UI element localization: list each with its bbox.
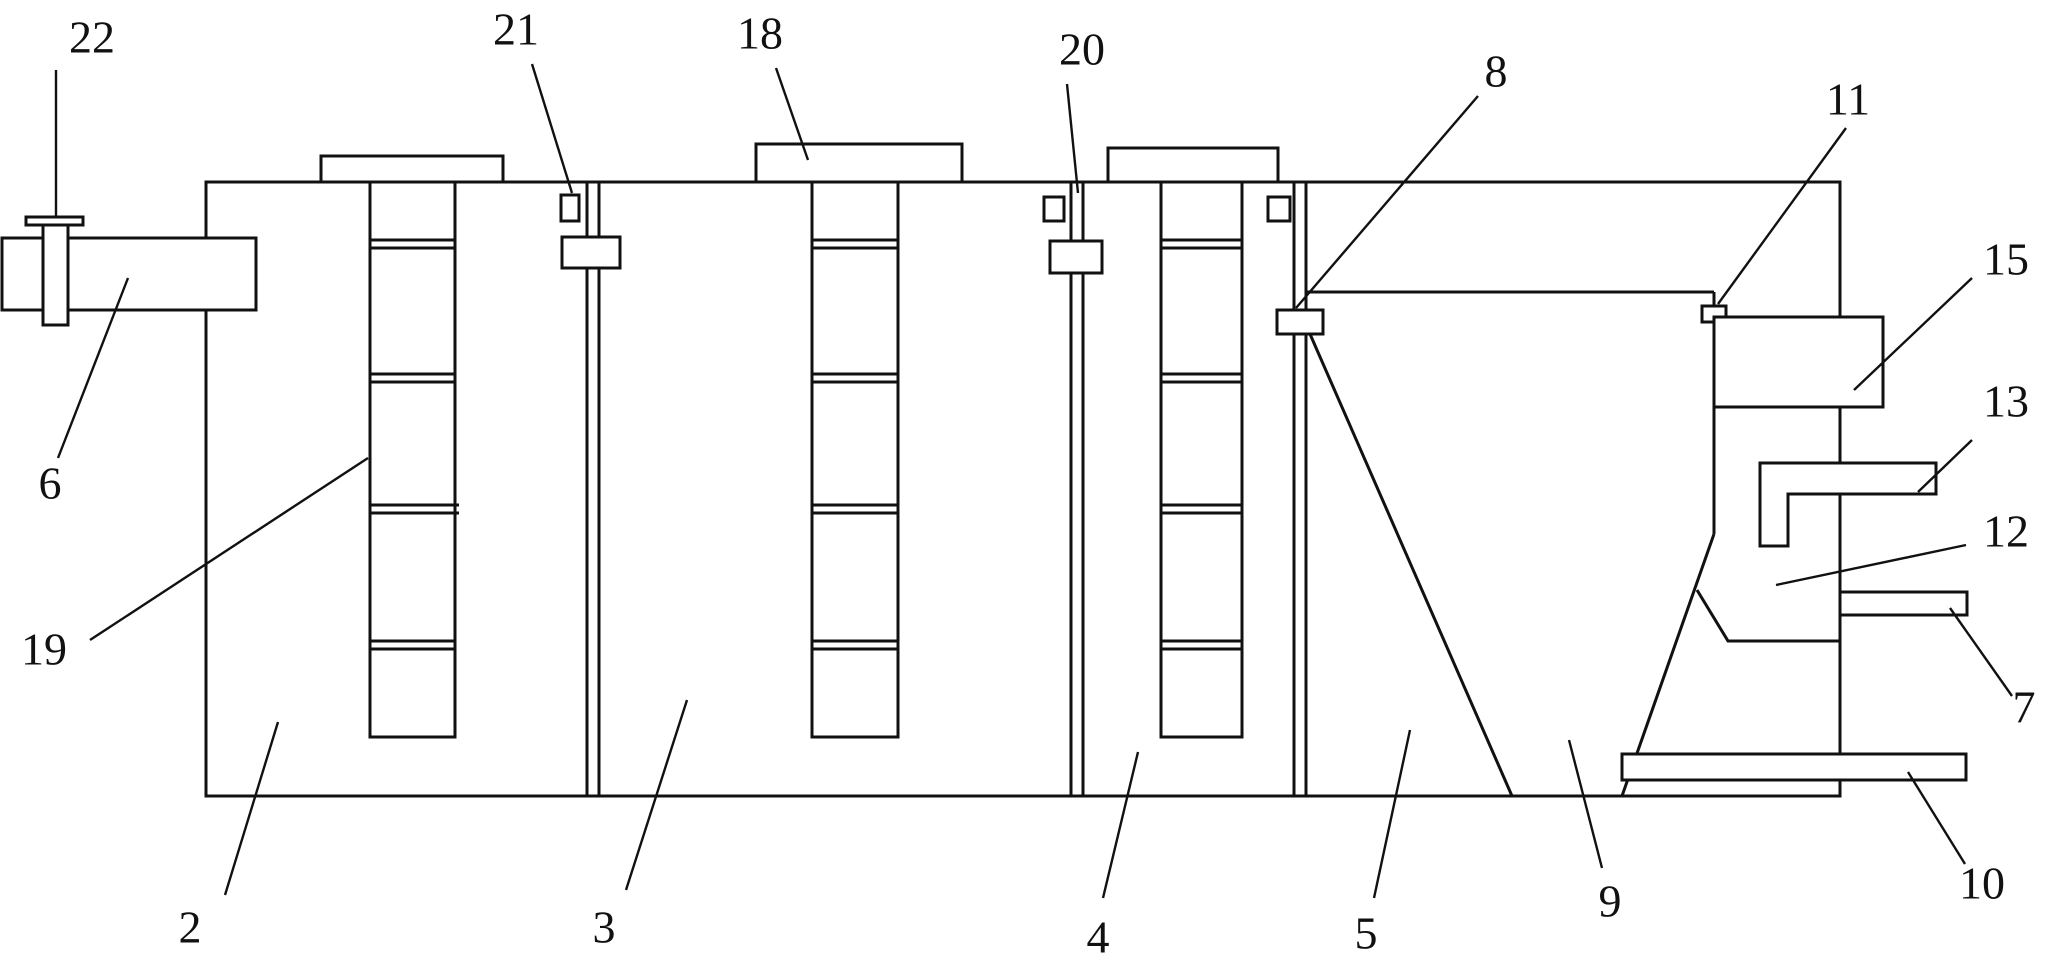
sedimentation-hopper (1306, 290, 1840, 797)
tank-body (204, 180, 1842, 798)
label-8: 8 (1485, 46, 1508, 97)
label-7: 7 (2013, 682, 2036, 733)
label-13: 13 (1983, 376, 2029, 427)
label-3: 3 (593, 902, 616, 953)
label-15: 15 (1983, 234, 2029, 285)
valve-wall-1 (560, 235, 622, 270)
sensor-20 (1042, 195, 1066, 223)
label-11: 11 (1826, 74, 1870, 125)
sludge-pipe-10 (1620, 752, 1968, 782)
filler-stack-right (1159, 180, 1244, 739)
label-18: 18 (737, 8, 783, 59)
filler-stack-center (810, 180, 900, 739)
lid-left (319, 154, 505, 184)
label-6: 6 (39, 458, 62, 509)
partition-wall-3 (1292, 182, 1308, 796)
outlet-pipe-13 (1758, 461, 1938, 548)
outlet-pipe-7 (1838, 590, 1969, 617)
label-22: 22 (69, 12, 115, 63)
lid-center (754, 142, 964, 184)
label-10: 10 (1959, 858, 2005, 909)
leader-lines (54, 63, 2013, 899)
label-12: 12 (1983, 506, 2029, 557)
inlet-pipe (0, 215, 258, 327)
valve-8 (1275, 308, 1325, 336)
sensor-wall-3 (1266, 195, 1292, 223)
partition-wall-1 (585, 182, 601, 796)
partition-wall-2 (1069, 182, 1085, 796)
part-labels: 22 21 18 20 8 11 15 13 12 7 10 9 5 4 3 2… (21, 4, 2036, 963)
label-20: 20 (1059, 24, 1105, 75)
label-19: 19 (21, 624, 67, 675)
label-5: 5 (1355, 908, 1378, 959)
lid-right (1106, 146, 1280, 184)
label-21: 21 (493, 4, 539, 55)
label-9: 9 (1599, 876, 1622, 927)
sensor-21 (559, 193, 581, 223)
label-4: 4 (1087, 912, 1110, 963)
filler-stack-left (368, 180, 459, 739)
valve-wall-2 (1048, 239, 1104, 275)
label-2: 2 (179, 902, 202, 953)
outlet-pipe-15 (1712, 315, 1885, 409)
